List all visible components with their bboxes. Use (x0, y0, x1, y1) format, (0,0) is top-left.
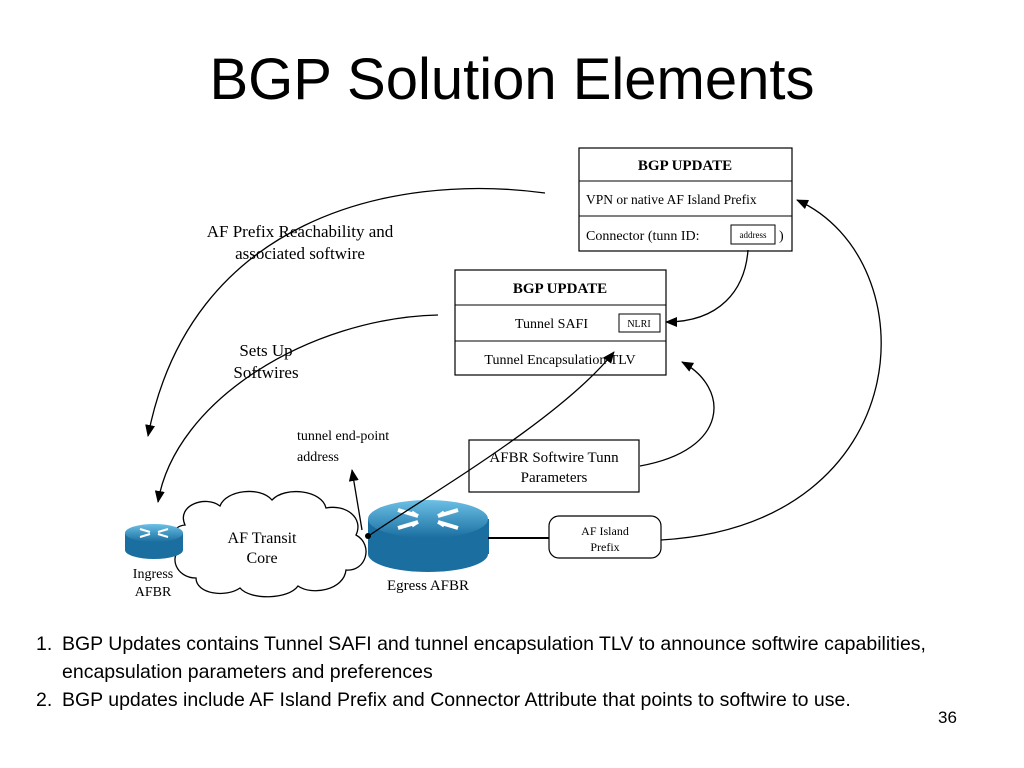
bgp-update-top-connector: Connector (tunn ID: (586, 229, 700, 244)
arrow-island-to-update (660, 199, 882, 541)
sets-up-label-1: Sets Up (239, 341, 292, 360)
bgp-update-box-top: BGP UPDATE VPN or native AF Island Prefi… (578, 147, 793, 252)
sets-up-label-2: Softwires (233, 363, 298, 382)
arrow-egress-to-tlv (369, 351, 615, 536)
ingress-label-1: Ingress (133, 567, 173, 582)
ingress-label-2: AFBR (135, 585, 172, 600)
nlri-box: NLRI (627, 319, 650, 330)
arrow-setsup-to-ingress (154, 314, 439, 503)
cloud-label-2: Core (246, 550, 277, 567)
island-label-2: Prefix (590, 540, 619, 554)
tunnel-endpoint-label-2: address (297, 450, 339, 465)
note-item: 1. BGP Updates contains Tunnel SAFI and … (36, 630, 996, 686)
arrow-egress-to-endpoint-label (348, 469, 363, 531)
egress-label: Egress AFBR (387, 578, 469, 594)
notes-list: 1. BGP Updates contains Tunnel SAFI and … (36, 630, 996, 714)
note-item: 2. BGP updates include AF Island Prefix … (36, 686, 996, 714)
af-island-prefix-box: AF Island Prefix (548, 515, 662, 559)
note-text: BGP Updates contains Tunnel SAFI and tun… (62, 633, 926, 683)
bgp-update-mid-header: BGP UPDATE (513, 281, 607, 297)
note-number: 2. (36, 689, 53, 711)
afbr-params-box: AFBR Softwire Tunn Parameters (468, 439, 640, 493)
afbr-params-line1: AFBR Softwire Tunn (489, 450, 619, 466)
page-number: 36 (938, 708, 957, 727)
cloud-label-1: AF Transit (228, 530, 297, 547)
tunnel-safi-label: Tunnel SAFI (515, 317, 588, 332)
arrow-prefix-to-ingress (145, 187, 546, 437)
egress-router-icon (368, 500, 489, 572)
bgp-update-top-prefix: VPN or native AF Island Prefix (586, 192, 757, 207)
egress-endpoint-dot (365, 533, 371, 539)
note-number: 1. (36, 633, 53, 655)
bgp-update-top-header: BGP UPDATE (638, 158, 732, 174)
slide-title: BGP Solution Elements (209, 47, 815, 112)
af-prefix-label-1: AF Prefix Reachability and (207, 222, 394, 241)
arrow-connector-to-nlri (665, 249, 749, 327)
island-label-1: AF Island (581, 524, 629, 538)
bgp-update-box-mid: BGP UPDATE Tunnel SAFI NLRI Tunnel Encap… (454, 269, 667, 376)
connector-address-box: address (740, 230, 767, 240)
arrow-params-to-tlv (639, 361, 715, 467)
connector-close-paren: ) (779, 229, 784, 244)
af-prefix-label-2: associated softwire (235, 244, 365, 263)
note-text: BGP updates include AF Island Prefix and… (62, 689, 851, 711)
ingress-router-icon (125, 524, 183, 559)
afbr-params-line2: Parameters (521, 470, 588, 486)
tunnel-encapsulation-tlv-label: Tunnel Encapsulation TLV (484, 353, 635, 368)
tunnel-endpoint-label-1: tunnel end-point (297, 429, 389, 444)
af-transit-core-cloud: AF Transit Core (172, 490, 367, 598)
